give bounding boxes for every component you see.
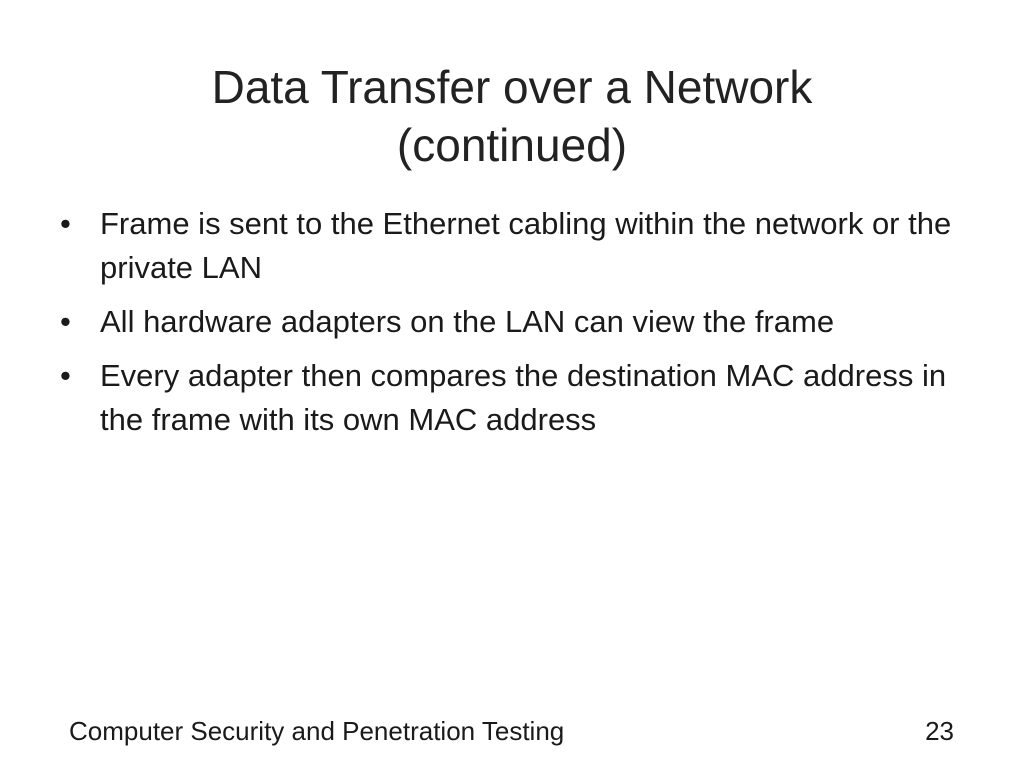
footer-course-title: Computer Security and Penetration Testin… bbox=[69, 716, 565, 746]
bullet-marker: • bbox=[60, 358, 71, 393]
bullet-text: All hardware adapters on the LAN can vie… bbox=[100, 304, 835, 339]
slide-number: 23 bbox=[925, 716, 954, 746]
bullet-item: • All hardware adapters on the LAN can v… bbox=[58, 300, 958, 344]
bullet-text: Every adapter then compares the destinat… bbox=[100, 358, 947, 437]
bullet-list: • Frame is sent to the Ethernet cabling … bbox=[58, 202, 958, 452]
title-line-1: Data Transfer over a Network bbox=[211, 61, 813, 113]
slide-title: Data Transfer over a Network (continued) bbox=[80, 58, 944, 174]
bullet-text: Frame is sent to the Ethernet cabling wi… bbox=[100, 206, 952, 285]
bullet-item: • Frame is sent to the Ethernet cabling … bbox=[58, 202, 958, 290]
title-line-2: (continued) bbox=[396, 119, 628, 171]
bullet-marker: • bbox=[60, 304, 71, 339]
bullet-marker: • bbox=[60, 206, 71, 241]
bullet-item: • Every adapter then compares the destin… bbox=[58, 354, 958, 442]
